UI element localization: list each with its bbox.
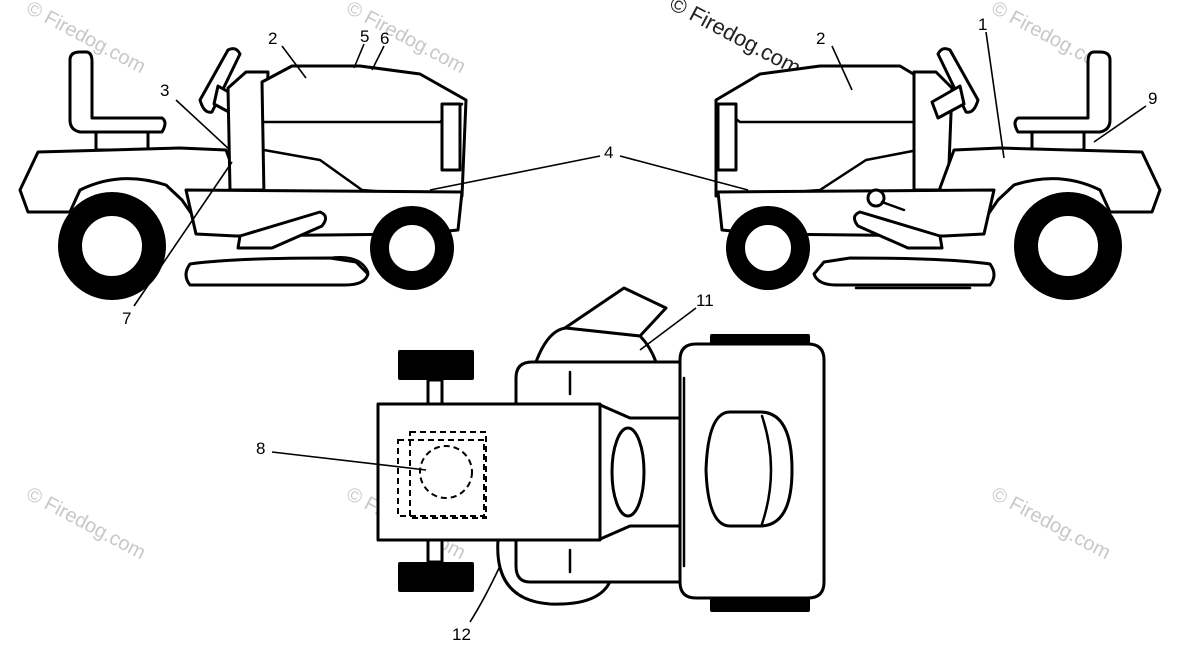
decal-area-8-circle — [419, 445, 473, 499]
tractor-right-side-view — [714, 47, 1162, 300]
mower-deck-left — [184, 256, 370, 287]
leader-2-right — [831, 45, 853, 91]
seat-post-right — [1030, 130, 1086, 152]
lift-lever-right — [880, 200, 906, 212]
front-wheel-hub-right — [743, 223, 793, 273]
callout-7: 7 — [122, 309, 131, 328]
copyright-notice: © Firedog.com — [666, 0, 805, 80]
seat-right — [1013, 50, 1112, 134]
front-wheel-top-lower — [398, 562, 474, 592]
leader-12 — [469, 565, 501, 623]
callout-4: 4 — [604, 143, 613, 162]
callout-12: 12 — [452, 625, 471, 644]
leader-4-right — [619, 155, 749, 191]
decal-area-8-outer — [397, 439, 485, 517]
tractor-top-view — [376, 286, 826, 612]
steering-column-right — [930, 84, 966, 120]
rear-wheel-hub-left — [80, 214, 144, 278]
leader-lines — [133, 31, 1147, 623]
callout-6: 6 — [380, 29, 389, 48]
front-axle-upper — [426, 378, 444, 406]
headlight-panel-left — [440, 102, 462, 172]
leader-7 — [133, 161, 233, 307]
callout-1: 1 — [978, 15, 987, 34]
steering-wheel-right — [936, 47, 980, 114]
leader-5 — [353, 43, 365, 69]
seat-back-line — [760, 414, 773, 526]
hood-top-view — [376, 402, 602, 542]
leader-6 — [371, 45, 385, 71]
seat-post-left — [94, 130, 150, 152]
leader-3 — [175, 99, 231, 151]
steering-wheel-left — [198, 47, 242, 114]
watermark-bottom-right: © Firedog.com — [988, 483, 1114, 564]
decal-area-8-inner — [409, 431, 487, 519]
lift-lever-knob-right — [866, 188, 886, 208]
leader-11 — [639, 307, 697, 351]
rear-wheel-hub-right — [1036, 214, 1100, 278]
callout-2-right: 2 — [816, 29, 825, 48]
seat-top-view — [704, 410, 794, 528]
leader-1 — [985, 31, 1005, 159]
foot-pedal-left — [236, 210, 327, 250]
front-wheel-top-upper — [398, 350, 474, 380]
steering-column-top — [610, 426, 646, 518]
callout-8: 8 — [256, 439, 265, 458]
hood-right — [714, 64, 932, 198]
hood-left — [260, 64, 468, 198]
callout-3: 3 — [160, 81, 169, 100]
callout-2-left: 2 — [268, 29, 277, 48]
callout-labels: 2 5 6 3 4 7 2 1 9 11 8 12 — [122, 15, 1157, 644]
leader-4-left — [429, 155, 601, 191]
seat-left — [68, 50, 167, 134]
leader-2-left — [281, 45, 307, 79]
foot-pedal-right — [853, 210, 944, 250]
discharge-chute-left — [328, 256, 370, 274]
watermark-bottom-left: © Firedog.com — [23, 483, 149, 564]
rear-fender-right — [938, 146, 1162, 228]
headlight-panel-right — [716, 102, 738, 172]
front-axle-lower — [426, 538, 444, 564]
callout-5: 5 — [360, 27, 369, 46]
callout-11: 11 — [696, 291, 714, 310]
chute-base-top — [534, 326, 658, 364]
callout-9: 9 — [1148, 89, 1157, 108]
front-wheel-hub-left — [387, 223, 437, 273]
rear-wheel-top-lower — [710, 596, 810, 612]
leader-9 — [1093, 105, 1147, 143]
tractor-left-side-view — [18, 47, 468, 300]
leader-8 — [271, 451, 427, 471]
mower-deck-right — [812, 256, 996, 287]
